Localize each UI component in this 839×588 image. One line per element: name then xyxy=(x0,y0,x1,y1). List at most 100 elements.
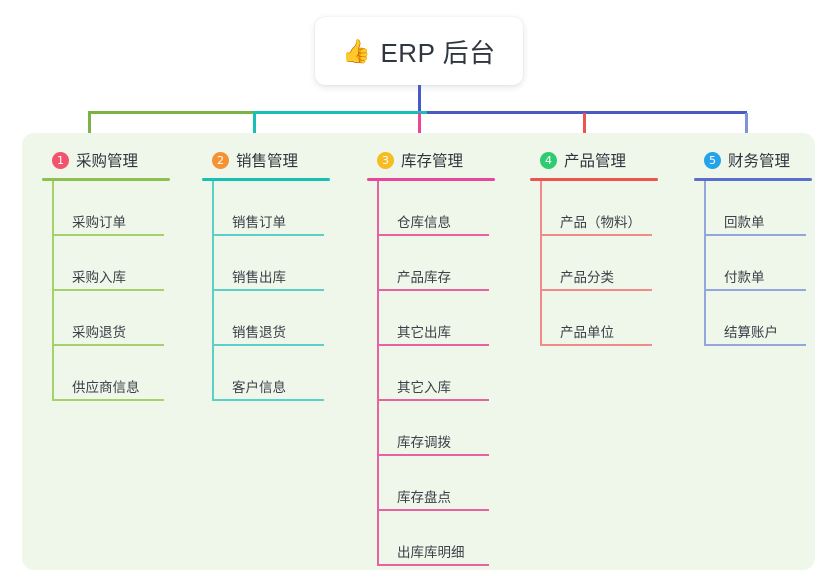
branch-item-list: 采购订单采购入库采购退货供应商信息 xyxy=(52,181,192,401)
branch-item[interactable]: 库存调拨 xyxy=(377,401,517,456)
branch-underline xyxy=(530,178,658,181)
item-label: 产品分类 xyxy=(560,270,614,285)
branch-underline xyxy=(202,178,330,181)
item-label: 销售订单 xyxy=(232,215,286,230)
item-label: 采购订单 xyxy=(72,215,126,230)
item-label: 采购入库 xyxy=(72,270,126,285)
item-underline xyxy=(52,399,164,401)
branch-title: 销售管理 xyxy=(236,153,299,170)
item-stem-line xyxy=(377,511,379,566)
item-stem-line xyxy=(377,401,379,456)
item-underline xyxy=(704,234,806,236)
item-label: 产品单位 xyxy=(560,325,614,340)
branch-item[interactable]: 客户信息 xyxy=(212,346,352,401)
item-label: 销售退货 xyxy=(232,325,286,340)
branch-underline xyxy=(694,178,812,181)
branch-header-产品管理[interactable]: 4 产品管理 xyxy=(530,145,680,175)
branch-item-list: 产品（物料） 产品分类产品单位 xyxy=(540,181,680,346)
branch-header-销售管理[interactable]: 2 销售管理 xyxy=(202,145,352,175)
branch-item[interactable]: 仓库信息 xyxy=(377,181,517,236)
item-underline xyxy=(212,344,324,346)
branch-title: 采购管理 xyxy=(76,153,139,170)
item-label: 其它出库 xyxy=(397,325,451,340)
branch-item[interactable]: 付款单 xyxy=(704,236,834,291)
item-stem-line xyxy=(212,181,214,236)
branch-item[interactable]: 采购退货 xyxy=(52,291,192,346)
item-underline xyxy=(377,399,489,401)
branch-column-产品管理: 4 产品管理产品（物料） 产品分类产品单位 xyxy=(530,133,680,346)
branch-item[interactable]: 其它入库 xyxy=(377,346,517,401)
branch-index-badge: 2 xyxy=(212,151,229,169)
item-stem-line xyxy=(212,236,214,291)
branch-index-badge: 5 xyxy=(704,151,721,169)
item-stem-line xyxy=(52,291,54,346)
item-underline xyxy=(540,344,652,346)
branch-item[interactable]: 产品分类 xyxy=(540,236,680,291)
branch-index-badge: 4 xyxy=(540,151,557,169)
bar-teal xyxy=(253,111,428,114)
item-underline xyxy=(52,344,164,346)
item-label: 其它入库 xyxy=(397,380,451,395)
item-label: 结算账户 xyxy=(724,325,778,340)
branch-item[interactable]: 销售订单 xyxy=(212,181,352,236)
item-label: 付款单 xyxy=(724,270,765,285)
branch-item[interactable]: 采购订单 xyxy=(52,181,192,236)
drop-sales xyxy=(253,113,256,141)
item-label: 回款单 xyxy=(724,215,765,230)
branch-item[interactable]: 销售退货 xyxy=(212,291,352,346)
branch-item[interactable]: 产品库存 xyxy=(377,236,517,291)
item-underline xyxy=(377,344,489,346)
branch-item[interactable]: 结算账户 xyxy=(704,291,834,346)
item-stem-line xyxy=(377,346,379,401)
item-underline xyxy=(704,344,806,346)
item-label: 客户信息 xyxy=(232,380,286,395)
item-label: 产品（物料） xyxy=(560,215,641,230)
branch-item[interactable]: 采购入库 xyxy=(52,236,192,291)
item-stem-line xyxy=(704,181,706,236)
item-underline xyxy=(377,454,489,456)
item-label: 销售出库 xyxy=(232,270,286,285)
branch-item[interactable]: 产品单位 xyxy=(540,291,680,346)
drop-inventory xyxy=(418,113,421,141)
branch-item[interactable]: 回款单 xyxy=(704,181,834,236)
branch-item[interactable]: 产品（物料） xyxy=(540,181,680,236)
item-underline xyxy=(540,289,652,291)
item-label: 库存盘点 xyxy=(397,490,451,505)
item-underline xyxy=(52,289,164,291)
branch-title: 产品管理 xyxy=(564,153,627,170)
item-underline xyxy=(377,564,489,566)
trunk-line xyxy=(418,85,421,113)
item-stem-line xyxy=(52,236,54,291)
root-node-card[interactable]: 👍 ERP 后台 xyxy=(315,17,523,85)
branch-underline xyxy=(42,178,170,181)
branch-item[interactable]: 销售出库 xyxy=(212,236,352,291)
item-stem-line xyxy=(377,181,379,236)
item-stem-line xyxy=(540,236,542,291)
item-stem-line xyxy=(540,291,542,346)
root-node-title: 👍 ERP 后台 xyxy=(342,33,495,70)
branch-item-list: 仓库信息产品库存其它出库其它入库库存调拨库存盘点出库库明细 xyxy=(377,181,517,566)
branch-item[interactable]: 出库库明细 xyxy=(377,511,517,566)
item-stem-line xyxy=(377,456,379,511)
branch-column-销售管理: 2 销售管理销售订单销售出库销售退货客户信息 xyxy=(202,133,352,401)
item-underline xyxy=(212,399,324,401)
branch-item[interactable]: 其它出库 xyxy=(377,291,517,346)
item-stem-line xyxy=(704,236,706,291)
branch-item-list: 回款单付款单结算账户 xyxy=(704,181,834,346)
item-stem-line xyxy=(52,181,54,236)
branch-item[interactable]: 供应商信息 xyxy=(52,346,192,401)
branch-item[interactable]: 库存盘点 xyxy=(377,456,517,511)
item-stem-line xyxy=(212,346,214,401)
item-underline xyxy=(52,234,164,236)
drop-purchase xyxy=(88,113,91,141)
item-label: 出库库明细 xyxy=(397,545,465,560)
item-label: 供应商信息 xyxy=(72,380,140,395)
item-underline xyxy=(377,289,489,291)
